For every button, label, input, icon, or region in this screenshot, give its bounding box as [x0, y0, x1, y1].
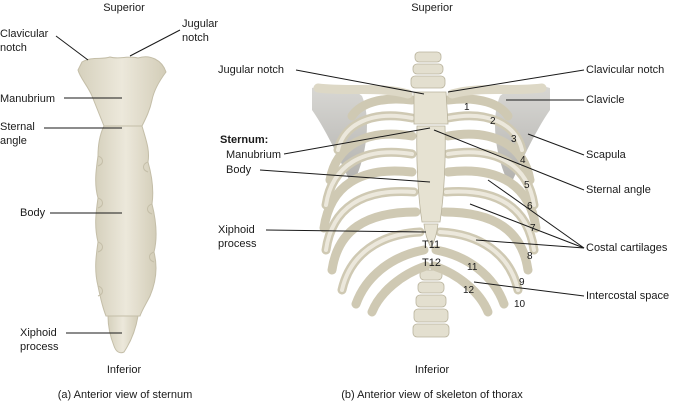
panel-a-manubrium-label: Manubrium	[0, 93, 55, 105]
panel-a-caption: (a) Anterior view of sternum	[58, 389, 193, 401]
rib-number-6: 6	[527, 201, 533, 212]
panel-a-sternal-angle-line1: Sternal	[0, 121, 35, 133]
rib-number-11: 11	[467, 262, 478, 273]
rib-number-8: 8	[527, 251, 533, 262]
vertebra-label-t11: T11	[422, 239, 440, 251]
panel-b-inferior: Inferior	[415, 364, 450, 376]
panel-b-xiphoid-line1: Xiphoid	[218, 224, 255, 236]
panel-a-jugular-notch-line2: notch	[182, 32, 209, 44]
panel-b-costal-cartilages-label: Costal cartilages	[586, 242, 668, 254]
panel-b-sternal-angle-label: Sternal angle	[586, 184, 651, 196]
rib-number-9: 9	[519, 277, 525, 288]
sternum-illustration	[77, 56, 167, 354]
rib-number-3: 3	[511, 134, 517, 145]
panel-a-clavicular-notch-line2: notch	[0, 42, 27, 54]
panel-a-leader-lines	[44, 29, 181, 334]
panel-a-xiphoid-line2: process	[20, 341, 59, 353]
rib-number-2: 2	[490, 116, 496, 127]
rib-number-4: 4	[520, 155, 526, 166]
panel-b-scapula-label: Scapula	[586, 149, 627, 161]
panel-a-clavicular-notch-line1: Clavicular	[0, 28, 49, 40]
panel-b-leader-lines	[259, 69, 585, 297]
panel-a-inferior: Inferior	[107, 364, 142, 376]
panel-a-body-label: Body	[20, 207, 46, 219]
rib-number-10: 10	[514, 299, 526, 310]
vertebra-label-t12: T12	[422, 257, 441, 269]
panel-b-body-label: Body	[226, 164, 252, 176]
rib-number-5: 5	[524, 180, 530, 191]
panel-a-jugular-notch-line1: Jugular	[182, 18, 218, 30]
panel-b-superior: Superior	[411, 2, 453, 14]
rib-number-1: 1	[464, 102, 470, 113]
panel-b-caption: (b) Anterior view of skeleton of thorax	[341, 389, 523, 401]
thorax-illustration	[312, 51, 550, 338]
panel-b-jugular-notch-label: Jugular notch	[218, 64, 284, 76]
panel-b-manubrium-label: Manubrium	[226, 149, 281, 161]
panel-b-intercostal-space-label: Intercostal space	[586, 290, 669, 302]
panel-b-sternum-heading: Sternum:	[220, 134, 268, 146]
panel-a-superior: Superior	[103, 2, 145, 14]
rib-number-12: 12	[463, 285, 475, 296]
panel-a-xiphoid-line1: Xiphoid	[20, 327, 57, 339]
panel-a-sternal-angle-line2: angle	[0, 135, 27, 147]
panel-b-clavicle-label: Clavicle	[586, 94, 625, 106]
panel-b-xiphoid-line2: process	[218, 238, 257, 250]
panel-b-clavicular-notch-label: Clavicular notch	[586, 64, 664, 76]
